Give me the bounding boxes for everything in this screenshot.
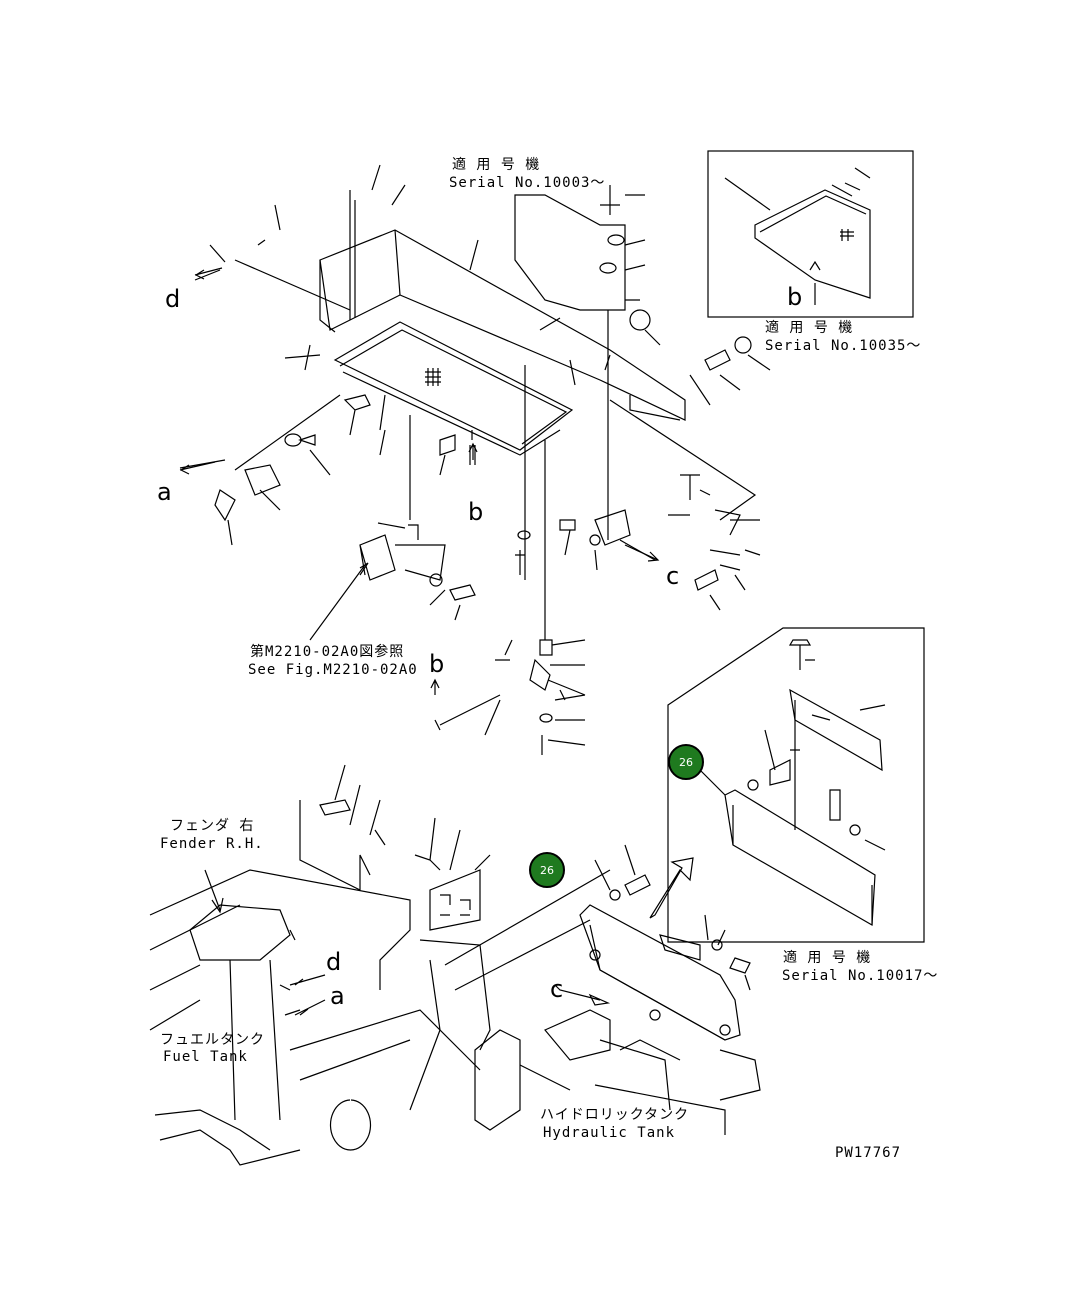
view-letter-c-lower: c	[550, 975, 564, 1003]
serial-top-jp: 適 用 号 機	[452, 157, 541, 173]
main-panel	[333, 321, 574, 451]
view-letter-b-lower: b	[429, 650, 445, 678]
fuel-jp: フュエルタンク	[160, 1032, 265, 1048]
direction-arrow	[649, 857, 694, 919]
view-letter-a: a	[157, 478, 172, 506]
inset-box-bottom	[667, 627, 925, 943]
view-letter-d-lower: d	[326, 948, 342, 976]
drawing-number: PW17767	[835, 1145, 902, 1161]
see-fig-en: See Fig.M2210-02A0	[248, 662, 418, 678]
view-letter-a-lower: a	[330, 982, 345, 1010]
hyd-en: Hydraulic Tank	[543, 1125, 676, 1141]
view-letter-c: c	[666, 562, 680, 590]
serial-bottom-jp: 適 用 号 機	[783, 950, 872, 966]
inset-box-top	[707, 150, 914, 318]
view-letter-d: d	[165, 285, 181, 313]
view-letter-b: b	[468, 498, 484, 526]
see-fig-jp: 第M2210-02A0図参照	[250, 644, 405, 660]
view-letter-b-inset: b	[787, 283, 803, 311]
hyd-jp: ハイドロリックタンク	[540, 1107, 690, 1123]
serial-right-en: Serial No.10035～	[765, 338, 922, 354]
fender-en: Fender R.H.	[160, 836, 264, 852]
callout-26-inset[interactable]: 26	[668, 744, 704, 780]
serial-bottom-en: Serial No.10017～	[782, 968, 939, 984]
fender-jp: フェンダ 右	[170, 818, 255, 834]
callout-26-main[interactable]: 26	[529, 852, 565, 888]
serial-top-en: Serial No.10003～	[449, 175, 606, 191]
fuel-en: Fuel Tank	[163, 1049, 248, 1065]
serial-right-jp: 適 用 号 機	[765, 320, 854, 336]
